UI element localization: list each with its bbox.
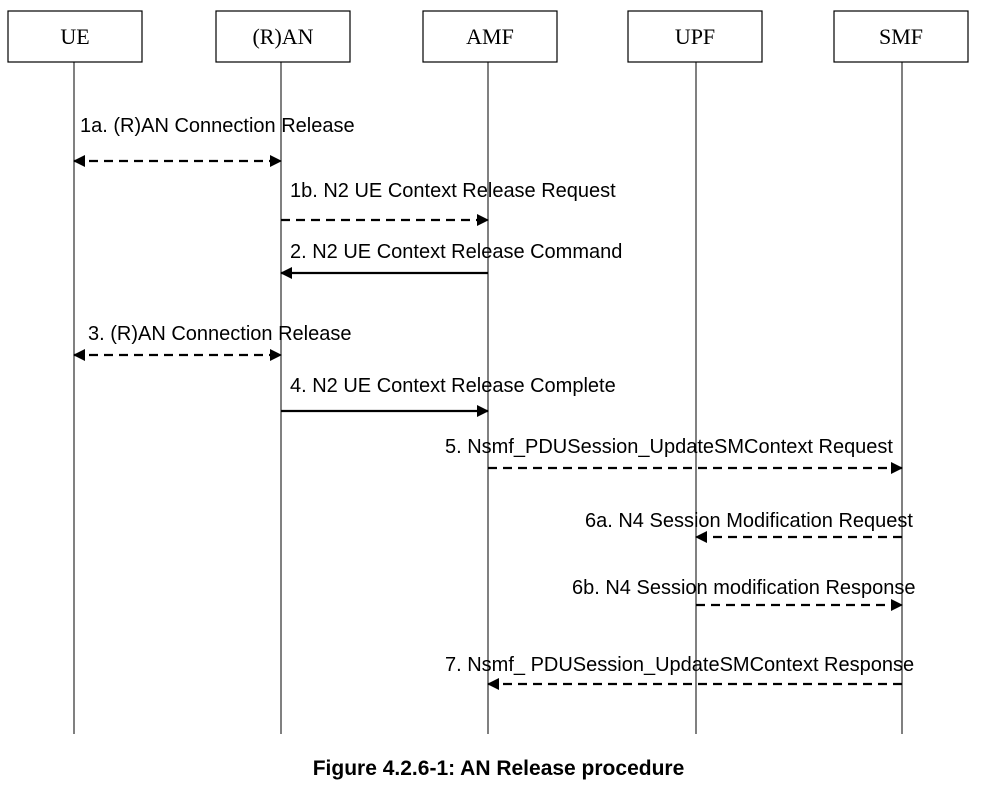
message-label: 6a. N4 Session Modification Request — [585, 510, 913, 532]
message-label: 1b. N2 UE Context Release Request — [290, 180, 616, 202]
message-5: 4. N2 UE Context Release Complete — [281, 375, 616, 417]
entity-ue: UE — [7, 10, 143, 63]
entity-label-upf: UPF — [675, 24, 715, 49]
message-7: 6a. N4 Session Modification Request — [585, 510, 913, 543]
entity-label-ran: (R)AN — [252, 24, 313, 49]
message-2: 1b. N2 UE Context Release Request — [281, 180, 616, 226]
entity-box-smf — [833, 10, 969, 63]
message-8: 6b. N4 Session modification Response — [572, 577, 916, 611]
message-4: 3. (R)AN Connection Release — [73, 323, 351, 361]
message-6: 5. Nsmf_PDUSession_UpdateSMContext Reque… — [445, 436, 903, 474]
entity-amf: AMF — [422, 10, 558, 63]
entity-label-smf: SMF — [879, 24, 923, 49]
entity-box-upf — [627, 10, 763, 63]
entity-smf: SMF — [833, 10, 969, 63]
message-label: 4. N2 UE Context Release Complete — [290, 375, 616, 397]
message-label: 5. Nsmf_PDUSession_UpdateSMContext Reque… — [445, 436, 893, 458]
entity-label-amf: AMF — [466, 24, 514, 49]
entity-box-amf — [422, 10, 558, 63]
entity-box-ran — [215, 10, 351, 63]
entity-upf: UPF — [627, 10, 763, 63]
entity-box-ue — [7, 10, 143, 63]
figure-caption: Figure 4.2.6-1: AN Release procedure — [312, 757, 685, 780]
message-1: 1a. (R)AN Connection Release — [73, 115, 355, 167]
message-9: 7. Nsmf_ PDUSession_UpdateSMContext Resp… — [445, 654, 914, 690]
entity-ran: (R)AN — [215, 10, 351, 63]
message-label: 3. (R)AN Connection Release — [88, 323, 351, 345]
message-label: 2. N2 UE Context Release Command — [290, 241, 622, 263]
message-label: 1a. (R)AN Connection Release — [80, 115, 355, 137]
sequence-diagram: UE (R)AN AMF UPF SMF 1a. (R)AN Connection Re… — [7, 10, 969, 734]
message-label: 7. Nsmf_ PDUSession_UpdateSMContext Resp… — [445, 654, 914, 676]
entity-label-ue: UE — [60, 24, 89, 49]
message-label: 6b. N4 Session modification Response — [572, 577, 916, 599]
message-3: 2. N2 UE Context Release Command — [280, 241, 622, 279]
